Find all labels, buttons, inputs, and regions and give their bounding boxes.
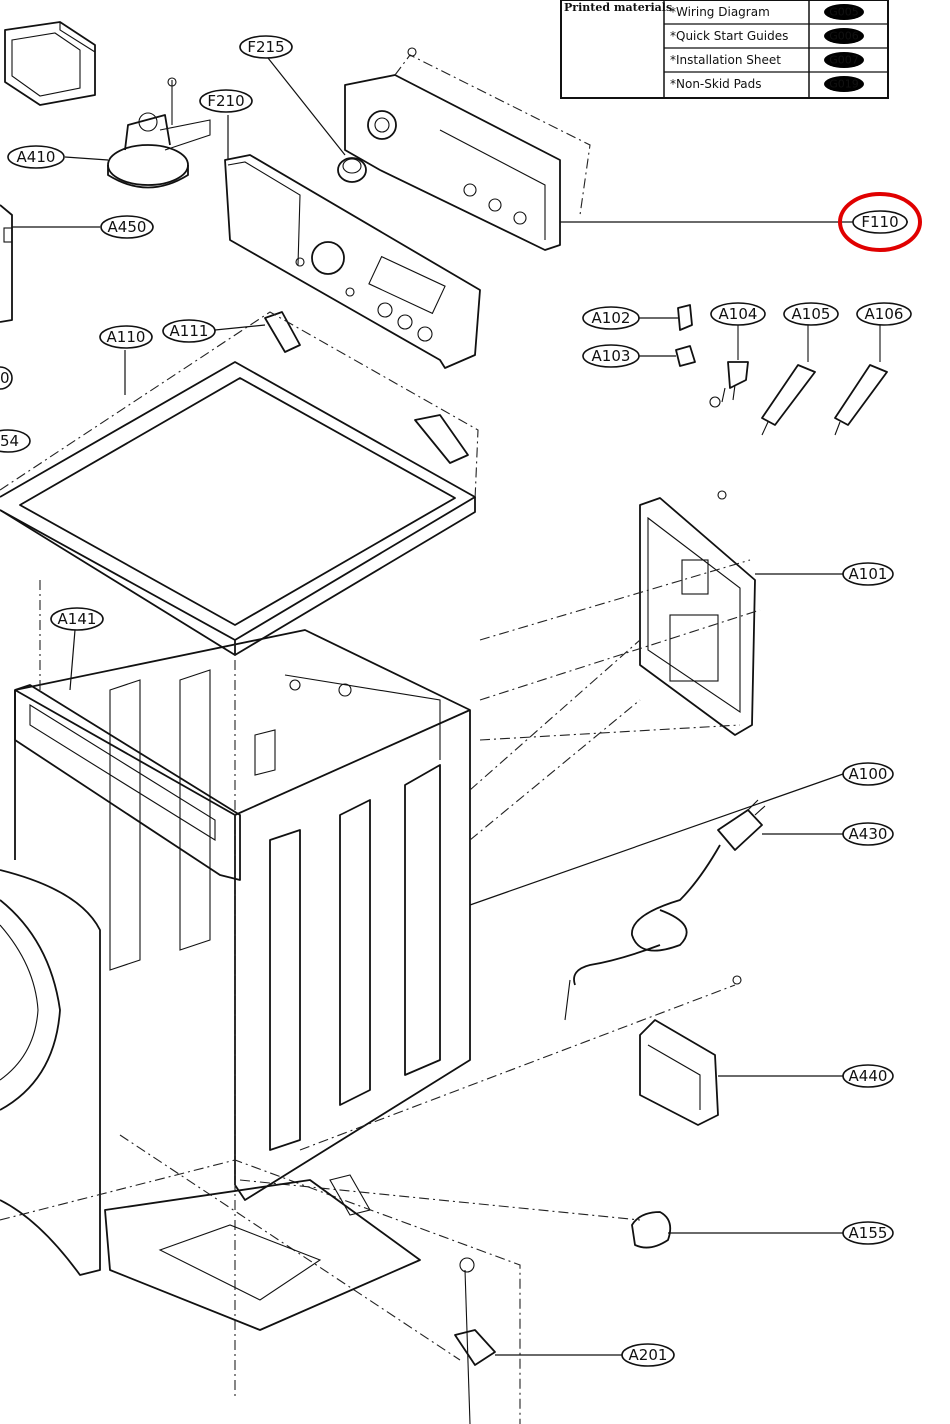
printed-row-label: *Quick Start Guides bbox=[670, 29, 788, 43]
callout-f215: F215 bbox=[239, 35, 293, 59]
leveling-foot-part bbox=[631, 1211, 672, 1249]
printed-materials-header: Printed materials bbox=[564, 1, 672, 14]
callout-a201: A201 bbox=[621, 1343, 675, 1367]
callout-f110: F110 bbox=[852, 210, 908, 234]
callout-a155: A155 bbox=[842, 1221, 894, 1245]
hinge-part bbox=[264, 311, 469, 464]
callout-a141: A141 bbox=[50, 607, 104, 631]
door-part bbox=[0, 869, 101, 1276]
callout-a102: A102 bbox=[582, 306, 640, 330]
callout-a111: A111 bbox=[162, 319, 216, 343]
display-module-part bbox=[4, 21, 96, 106]
callout-label: A103 bbox=[592, 347, 631, 365]
callout-label: F110 bbox=[861, 213, 898, 231]
callout-a410: A410 bbox=[7, 145, 65, 169]
callout-a101: A101 bbox=[842, 562, 894, 586]
callout-label: A450 bbox=[108, 218, 147, 236]
callout-partial-54: 54 bbox=[0, 429, 31, 453]
callout-label: A141 bbox=[58, 610, 97, 628]
callout-label: A106 bbox=[865, 305, 904, 323]
callout-a430: A430 bbox=[842, 822, 894, 846]
callout-label: A155 bbox=[849, 1224, 888, 1242]
callout-label: 54 bbox=[0, 432, 19, 450]
callout-a104: A104 bbox=[710, 302, 766, 326]
knob-part bbox=[337, 157, 367, 183]
callout-label: A102 bbox=[592, 309, 631, 327]
callout-label: A100 bbox=[849, 765, 888, 783]
callout-label: A410 bbox=[17, 148, 56, 166]
damper-parts bbox=[761, 325, 888, 436]
callout-a106: A106 bbox=[856, 302, 912, 326]
printed-row-label: *Installation Sheet bbox=[670, 53, 781, 67]
pressure-switch-part bbox=[107, 77, 211, 189]
printed-row-code: G019 bbox=[829, 78, 859, 91]
printed-materials-table: Printed materials *Wiring Diagram *Quick… bbox=[560, 0, 889, 99]
printed-row-label: *Non-Skid Pads bbox=[670, 77, 762, 91]
callout-label: A101 bbox=[849, 565, 888, 583]
top-plate-part bbox=[0, 311, 479, 656]
callout-label: A111 bbox=[170, 322, 209, 340]
rear-cover-part bbox=[639, 490, 756, 736]
front-panel-part bbox=[14, 684, 241, 881]
printed-row-code: G005 bbox=[829, 6, 859, 19]
callout-a100: A100 bbox=[842, 762, 894, 786]
left-edge-part bbox=[0, 204, 13, 323]
power-cord-part bbox=[564, 799, 766, 1021]
printed-row-label: *Wiring Diagram bbox=[670, 5, 770, 19]
callout-f210: F210 bbox=[199, 89, 253, 113]
callout-label: A105 bbox=[792, 305, 831, 323]
callout-label: F215 bbox=[247, 38, 284, 56]
guide-lines bbox=[39, 559, 761, 1400]
callout-a105: A105 bbox=[783, 302, 839, 326]
callout-label: A430 bbox=[849, 825, 888, 843]
door-switch-parts bbox=[675, 304, 696, 367]
control-panel-frame-part bbox=[224, 154, 481, 369]
callout-label: A104 bbox=[719, 305, 758, 323]
sensor-part-a104 bbox=[709, 325, 749, 408]
drain-pump-part bbox=[639, 975, 742, 1126]
callout-a450: A450 bbox=[100, 215, 154, 239]
base-frame-part bbox=[0, 1159, 521, 1424]
callout-label: A440 bbox=[849, 1067, 888, 1085]
callout-a440: A440 bbox=[842, 1064, 894, 1088]
callout-label: A110 bbox=[107, 328, 146, 346]
red-highlight-circle bbox=[838, 192, 922, 252]
main-pcb-part bbox=[344, 47, 591, 251]
cabinet-part bbox=[14, 629, 471, 1201]
callout-label: A201 bbox=[629, 1346, 668, 1364]
callout-a103: A103 bbox=[582, 344, 640, 368]
callout-partial-0: 0 bbox=[0, 366, 13, 390]
callout-label: F210 bbox=[207, 92, 244, 110]
leader-lines bbox=[12, 57, 908, 1356]
printed-row-code: G006 bbox=[829, 30, 859, 43]
printed-row-code: G007 bbox=[829, 54, 859, 67]
callout-a110: A110 bbox=[99, 325, 153, 349]
callout-label: 0 bbox=[0, 369, 10, 387]
